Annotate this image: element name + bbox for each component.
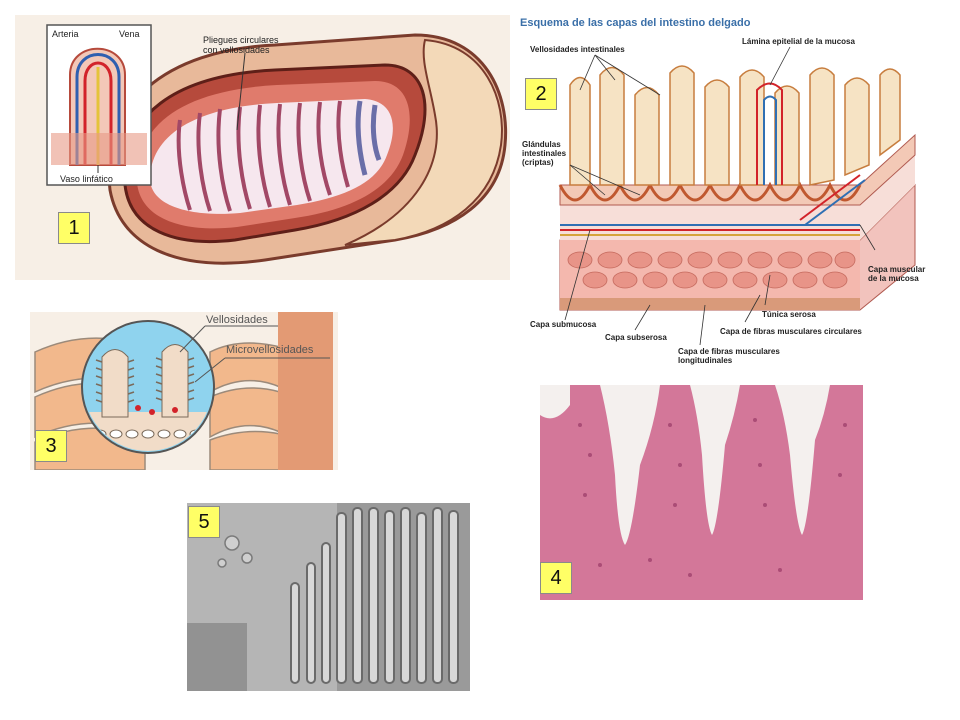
label-pliegues-line2: con vellosidades [203,45,270,55]
panel-intestine-section: Arteria Vena Vaso linfático Pliegues cir… [15,15,510,280]
label-glandulas-1: Glándulas [522,140,561,149]
label-microvellosidades: Microvellosidades [226,344,314,356]
label-capa-muscular-mucosa-2: de la mucosa [868,274,919,283]
panel-villi-microvilli: Vellosidades Microvellosidades [30,312,338,470]
label-glandulas-3: (criptas) [522,158,554,167]
label-tunica-serosa: Túnica serosa [762,310,816,319]
villi-microvilli-diagram [30,312,338,470]
badge-3: 3 [35,430,67,462]
badge-2: 2 [525,78,557,110]
label-pliegues-line1: Pliegues circulares [203,35,279,45]
badge-4: 4 [540,562,572,594]
intestine-layers-diagram [520,15,945,375]
intestine-section-illustration [15,15,510,280]
label-capa-longitudinales-2: longitudinales [678,356,733,365]
badge-5: 5 [188,506,220,538]
label-lamina-epitelial: Lámina epitelial de la mucosa [742,37,855,46]
histology-micrograph [540,385,863,600]
badge-1: 1 [58,212,90,244]
label-capa-longitudinales-1: Capa de fibras musculares [678,347,780,356]
label-capa-muscular-mucosa-1: Capa muscular [868,265,926,274]
microvilli-electron-micrograph [187,503,470,691]
label-capa-submucosa: Capa submucosa [530,320,597,329]
inset-label-arteria: Arteria [52,29,79,39]
panel-intestine-layers: Esquema de las capas del intestino delga… [520,15,945,375]
inset-label-vaso-linfatico: Vaso linfático [60,174,113,184]
panel2-title: Esquema de las capas del intestino delga… [520,17,751,29]
label-capa-subserosa: Capa subserosa [605,333,667,342]
inset-label-vena: Vena [119,29,140,39]
label-glandulas-2: intestinales [522,149,567,158]
label-vellosidades: Vellosidades [206,314,268,326]
panel-electron-micrograph [187,503,470,691]
label-capa-circulares: Capa de fibras musculares circulares [720,327,862,336]
label-vellosidades-intestinales: Vellosidades intestinales [530,45,625,54]
panel-histology [540,385,863,600]
